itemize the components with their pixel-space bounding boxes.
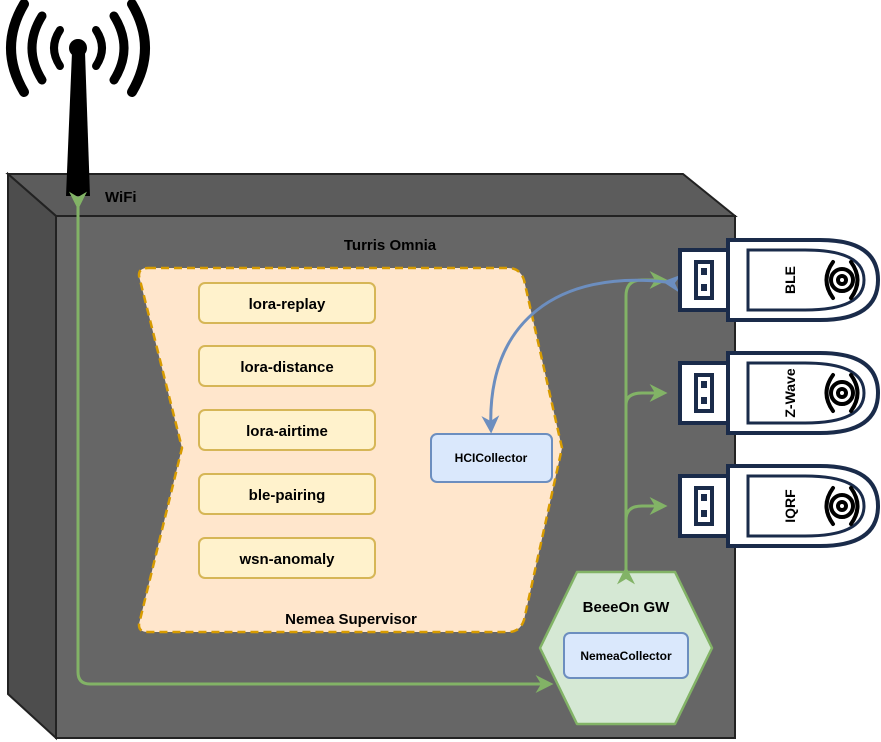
zwave-label: Z-Wave	[782, 368, 798, 417]
wifi-label: WiFi	[105, 189, 137, 206]
ble-to-hci-arrow	[481, 274, 682, 434]
module-label: lora-replay	[249, 296, 326, 313]
module-label: lora-distance	[240, 359, 333, 376]
module-wsn-anomaly: wsn-anomaly	[198, 537, 376, 579]
nemea-collector-label: NemeaCollector	[580, 649, 672, 663]
nemea-supervisor-title: Nemea Supervisor	[285, 611, 417, 628]
wifi-antenna-icon	[6, 0, 150, 196]
iqrf-dongle: IQRF	[678, 464, 881, 548]
module-label: ble-pairing	[249, 487, 326, 504]
beeeon-gateway: BeeeOn GW NemeaCollector	[538, 570, 714, 726]
device-title: Turris Omnia	[344, 237, 437, 254]
zwave-dongle: Z-Wave	[678, 351, 881, 435]
hci-collector-label: HCICollector	[455, 451, 528, 465]
module-label: wsn-anomaly	[238, 551, 335, 568]
module-lora-airtime: lora-airtime	[198, 409, 376, 451]
wifi-to-gateway-line	[69, 191, 554, 693]
ble-dongle: BLE	[678, 238, 881, 322]
gateway-title: BeeeOn GW	[583, 599, 671, 616]
zwave-signal-icon	[824, 373, 860, 413]
box-side-face	[7, 171, 57, 741]
iqrf-signal-icon	[824, 486, 860, 526]
module-lora-replay: lora-replay	[198, 282, 376, 324]
ble-signal-icon	[824, 260, 860, 300]
module-ble-pairing: ble-pairing	[198, 473, 376, 515]
module-label: lora-airtime	[246, 423, 328, 440]
hci-collector: HCICollector	[430, 433, 553, 483]
iqrf-label: IQRF	[782, 489, 798, 523]
ble-label: BLE	[782, 266, 798, 294]
module-lora-distance: lora-distance	[198, 345, 376, 387]
